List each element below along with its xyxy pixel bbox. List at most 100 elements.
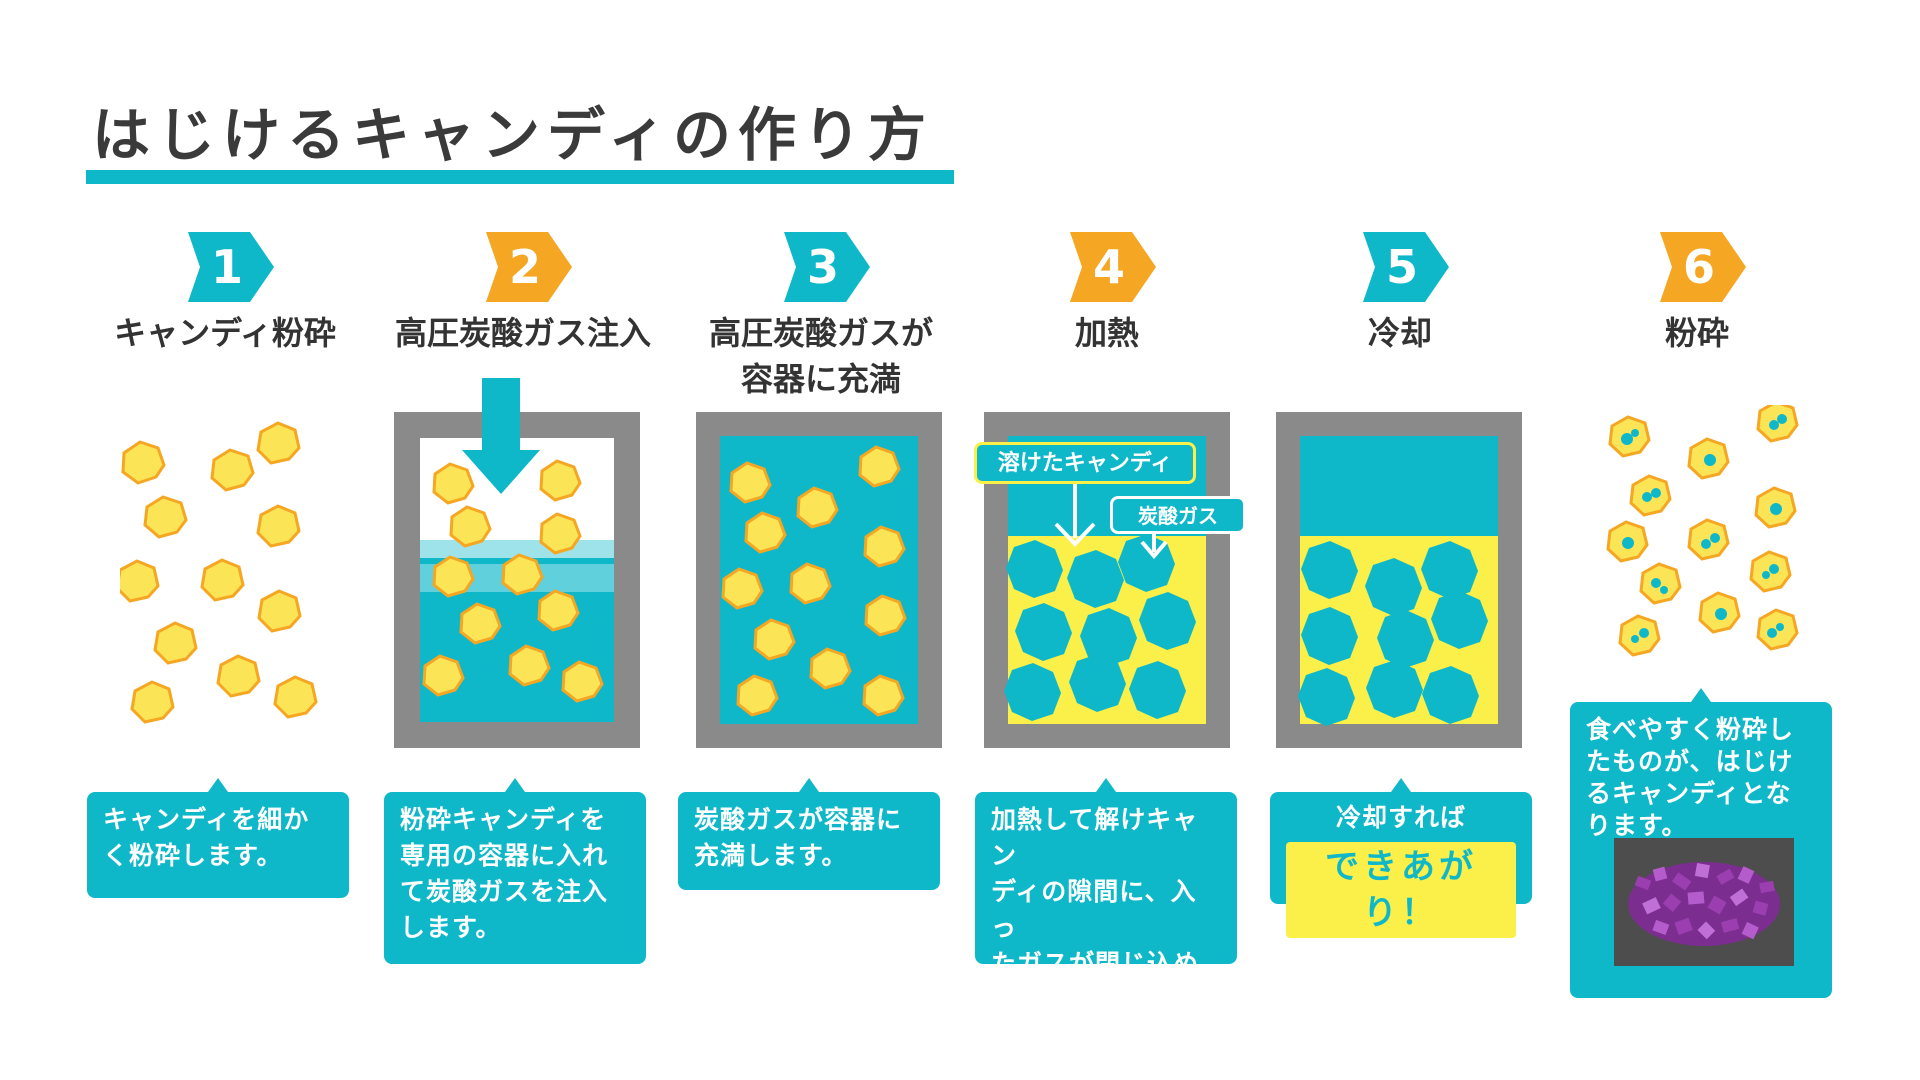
step-2-badge: 2 xyxy=(486,232,572,302)
step-label: 冷却 xyxy=(1367,314,1432,352)
description-line: 粉砕キャンディを xyxy=(400,805,607,834)
description-line: 専用の容器に入れ xyxy=(400,841,609,870)
step-number: 2 xyxy=(508,240,541,294)
candy-fragment xyxy=(143,495,188,539)
step-3-header: 3 高圧炭酸ガスが 容器に充満 xyxy=(686,232,956,532)
gas-bubble xyxy=(1301,607,1358,665)
candy-fragment xyxy=(858,445,901,488)
complete-highlight: できあがり！ xyxy=(1286,842,1516,938)
candy-fragment xyxy=(789,562,832,605)
gas-injection-arrow xyxy=(462,378,540,494)
candy-fragment xyxy=(796,486,839,529)
step-6-badge: 6 xyxy=(1660,232,1746,302)
step-6-illustration xyxy=(1606,405,1799,657)
badge-arrow-shape xyxy=(1363,232,1449,302)
co2-gas-label: 炭酸ガス xyxy=(1110,496,1246,534)
description-line: ります。 xyxy=(1586,811,1688,840)
step-6-header: 6 粉砕 xyxy=(1562,232,1832,532)
candy-fragment xyxy=(862,674,905,717)
step-label: 粉砕 xyxy=(1664,314,1729,352)
candy-fragment xyxy=(256,504,301,548)
label-arrows xyxy=(1054,484,1168,560)
gas-bubble xyxy=(1298,668,1355,726)
step-number: 3 xyxy=(806,240,839,294)
step-3-badge: 3 xyxy=(784,232,870,302)
popping-candy-piece xyxy=(1618,614,1661,657)
step-1-illustration xyxy=(120,421,318,724)
gas-bubble xyxy=(1004,663,1061,721)
candy-fragment xyxy=(422,654,465,697)
candy-fragment xyxy=(200,558,245,602)
description-line: 炭酸ガスが容器に xyxy=(694,805,903,834)
candy-fragment xyxy=(729,461,772,504)
step-label-line: 容器に充満 xyxy=(740,360,901,398)
popping-candy-photo xyxy=(1614,838,1794,966)
candy-fragment xyxy=(501,553,544,596)
gas-bubble xyxy=(1301,541,1358,599)
step-2-header: 2 高圧炭酸ガス注入 xyxy=(388,232,658,532)
title-underline xyxy=(86,170,954,184)
gas-bubble xyxy=(1366,660,1423,718)
candy-fragment xyxy=(216,654,261,698)
step-2-illustration xyxy=(394,378,640,748)
step-number: 4 xyxy=(1092,240,1125,294)
step-label: 高圧炭酸ガス注入 xyxy=(394,314,651,352)
gas-bubble xyxy=(1422,666,1479,724)
candy-fragment xyxy=(153,621,198,665)
candy-fragment xyxy=(537,589,580,632)
description-line: します。 xyxy=(400,913,502,942)
step-number: 6 xyxy=(1682,240,1715,294)
gas-bubble xyxy=(1080,608,1137,666)
candy-fragment xyxy=(809,647,852,690)
step-label: 高圧炭酸ガスが 容器に充満 xyxy=(686,310,956,402)
badge-arrow-shape xyxy=(1660,232,1746,302)
description-line: るキャンディとな xyxy=(1586,779,1792,808)
description-line: 加熱して解けキャン xyxy=(991,805,1199,870)
candy-fragment xyxy=(864,594,907,637)
candy-fragment xyxy=(459,602,502,645)
candy-fragment xyxy=(273,675,318,719)
candy-fragment xyxy=(508,644,551,687)
description-line: 冷却すれば xyxy=(1335,803,1466,832)
description-line: たガスが閉じ込めら xyxy=(991,949,1200,1014)
gas-bubble xyxy=(1365,558,1422,616)
candy-fragment xyxy=(432,462,475,505)
candy-fragment xyxy=(121,440,166,485)
step-3-illustration xyxy=(696,412,942,748)
badge-arrow-shape xyxy=(784,232,870,302)
badge-arrow-shape xyxy=(486,232,572,302)
candy-fragment xyxy=(721,567,764,610)
step-number: 5 xyxy=(1385,240,1418,294)
gas-bubble xyxy=(1377,610,1434,668)
candy-fragment xyxy=(736,674,779,717)
candy-fragment xyxy=(863,525,906,568)
gas-bubble xyxy=(1431,591,1488,649)
gas-bubble xyxy=(1067,550,1124,608)
description-line: キャンディを細か xyxy=(103,805,310,834)
description-line: ディの隙間に、入っ xyxy=(991,877,1197,942)
description-line: 食べやすく粉砕し xyxy=(1586,715,1795,744)
candy-fragment xyxy=(130,680,175,724)
step-5-badge: 5 xyxy=(1363,232,1449,302)
gas-bubble xyxy=(1069,654,1126,712)
gas-bubble xyxy=(1015,603,1072,661)
step-5-header: 5 冷却 xyxy=(1265,232,1535,532)
step-1-badge: 1 xyxy=(188,232,274,302)
candy-fragment xyxy=(432,555,475,598)
popping-candy-piece xyxy=(1687,518,1730,561)
gas-bubble xyxy=(1006,540,1063,598)
description-line: れます。 xyxy=(991,1021,1093,1050)
step-number: 1 xyxy=(210,240,243,294)
candy-fragment xyxy=(561,660,604,703)
gas-bubble xyxy=(1139,592,1196,650)
page-title: はじけるキャンディの作り方 xyxy=(92,101,933,169)
description-line: て炭酸ガスを注入 xyxy=(400,877,609,906)
description-line: く粉砕します。 xyxy=(103,841,283,870)
candy-fragment xyxy=(210,448,255,492)
description-line: たものが、はじけ xyxy=(1586,747,1794,776)
purple-candy-image xyxy=(1628,862,1780,946)
candy-fragment xyxy=(449,505,492,548)
badge-arrow-shape xyxy=(188,232,274,302)
description-line: 充満します。 xyxy=(694,841,848,870)
candy-fragment xyxy=(256,421,301,465)
